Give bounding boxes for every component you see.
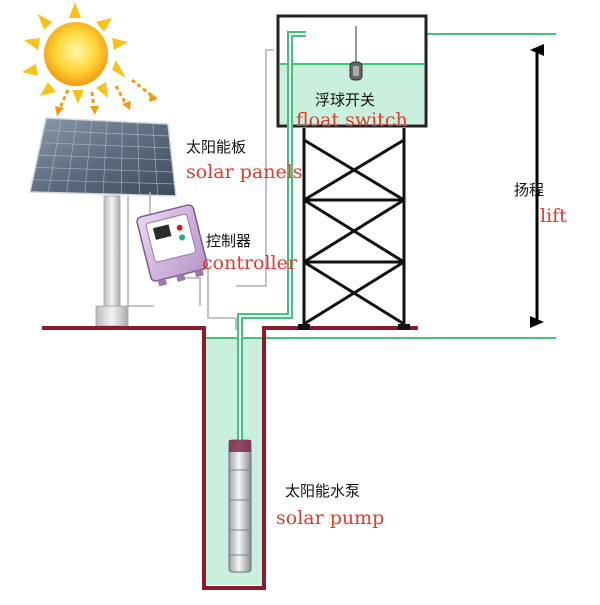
delivery-pipe xyxy=(237,31,306,440)
ground-and-well xyxy=(42,326,418,590)
float-switch-label-en: float switch xyxy=(296,109,408,131)
solar-pump-label-zh: 太阳能水泵 xyxy=(285,482,360,500)
solar-panels-label-en: solar panels xyxy=(186,161,303,183)
solar-panel-icon xyxy=(29,117,177,327)
solar-panels-label-zh: 太阳能板 xyxy=(186,138,246,156)
controller-label-zh: 控制器 xyxy=(206,232,251,250)
sun-ray-heads xyxy=(55,92,158,116)
sun-icon xyxy=(22,2,128,104)
float-switch-icon xyxy=(349,26,363,81)
solar-pump-label-en: solar pump xyxy=(276,507,384,529)
float-switch-label-zh: 浮球开关 xyxy=(315,91,375,109)
lift-label-en: lift xyxy=(540,205,567,227)
sun-rays xyxy=(58,78,153,109)
controller-icon xyxy=(136,204,208,287)
lift-label-zh: 扬程 xyxy=(514,181,544,199)
pump-icon xyxy=(228,439,252,573)
controller-label-en: controller xyxy=(202,252,298,274)
